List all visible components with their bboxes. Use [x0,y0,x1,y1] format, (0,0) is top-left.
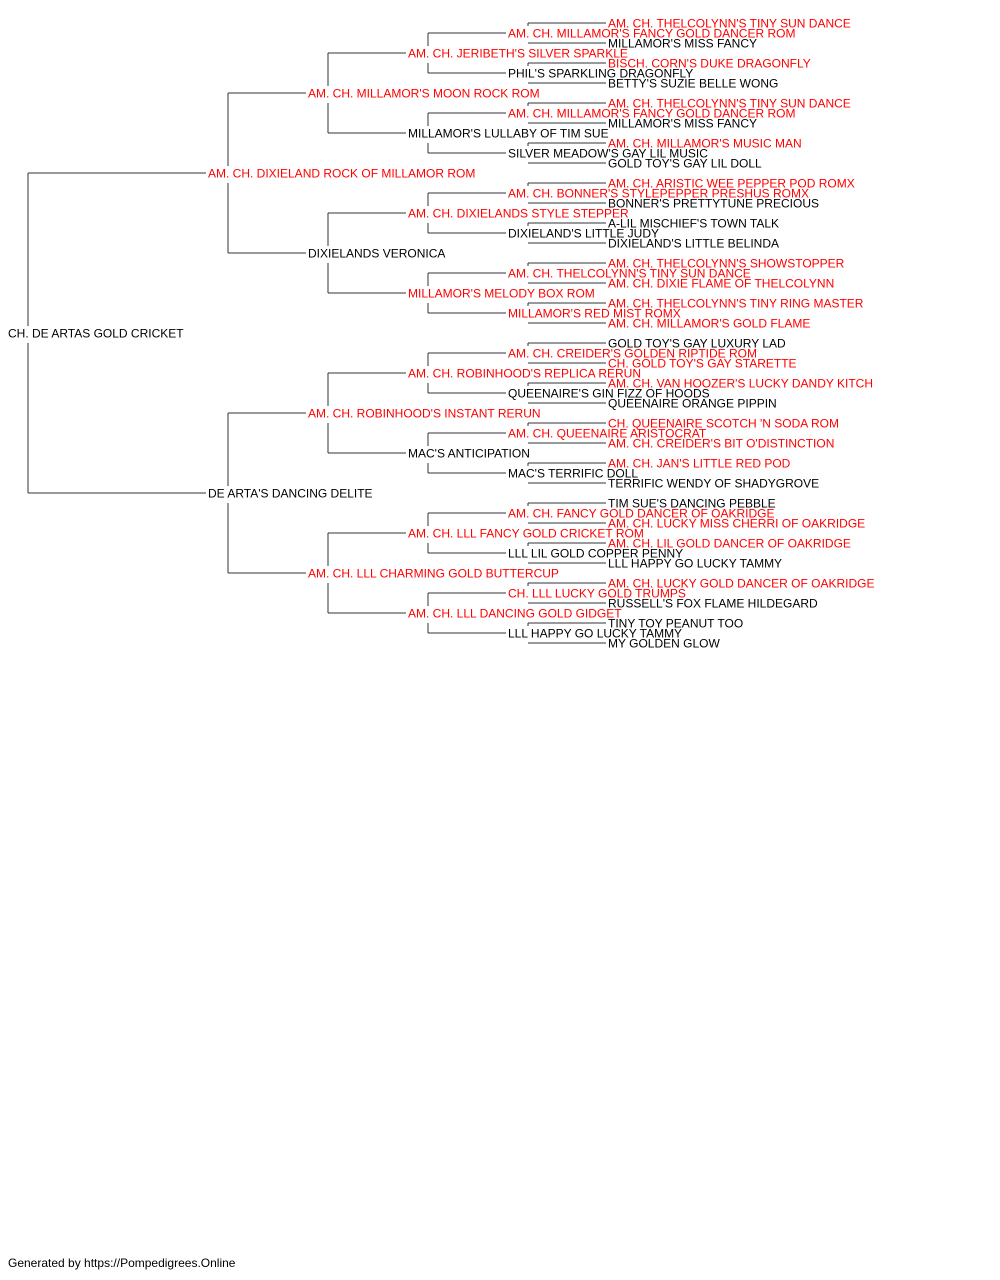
pedigree-name-gen5-sire: BISCH. CORN'S DUKE DRAGONFLY [608,57,811,71]
pedigree-name-gen4-sire: AM. CH. QUEENAIRE ARISTOCRAT [508,427,707,441]
pedigree-name-gen1-dam: DE ARTA'S DANCING DELITE [208,487,373,501]
pedigree-name-gen4-sire: AM. CH. MILLAMOR'S FANCY GOLD DANCER ROM [508,27,795,41]
pedigree-name-gen4-dam: MAC'S TERRIFIC DOLL [508,467,638,481]
pedigree-name-gen5-dam: AM. CH. MILLAMOR'S GOLD FLAME [608,317,810,331]
pedigree-name-gen3-dam: MILLAMOR'S MELODY BOX ROM [408,287,595,301]
pedigree-name-gen5-sire: AM. CH. THELCOLYNN'S TINY SUN DANCE [608,17,851,31]
pedigree-name-gen3-dam: MILLAMOR'S LULLABY OF TIM SUE [408,127,609,141]
pedigree-name-gen5-sire: AM. CH. MILLAMOR'S MUSIC MAN [608,137,802,151]
pedigree-name-gen5-dam: MY GOLDEN GLOW [608,637,720,651]
pedigree-name-gen5-dam: BONNER'S PRETTYTUNE PRECIOUS [608,197,819,211]
pedigree-name-gen3-sire: AM. CH. LLL FANCY GOLD CRICKET ROM [408,527,644,541]
pedigree-name-gen5-sire: AM. CH. ARISTIC WEE PEPPER POD ROMX [608,177,855,191]
pedigree-name-gen4-dam: DIXIELAND'S LITTLE JUDY [508,227,659,241]
pedigree-name-gen5-sire: TIM SUE'S DANCING PEBBLE [608,497,776,511]
pedigree-name-gen5-sire: AM. CH. LIL GOLD DANCER OF OAKRIDGE [608,537,851,551]
pedigree-name-gen4-dam: LLL LIL GOLD COPPER PENNY [508,547,683,561]
pedigree-name-gen5-sire: AM. CH. THELCOLYNN'S SHOWSTOPPER [608,257,845,271]
pedigree-name-gen3-sire: AM. CH. DIXIELANDS STYLE STEPPER [408,207,629,221]
pedigree-name-gen5-sire: A-LIL MISCHIEF'S TOWN TALK [608,217,779,231]
pedigree-name-gen2-sire: AM. CH. ROBINHOOD'S INSTANT RERUN [308,407,541,421]
pedigree-name-gen5-dam: AM. CH. DIXIE FLAME OF THELCOLYNN [608,277,834,291]
pedigree-name-gen4-dam: MILLAMOR'S RED MIST ROMX [508,307,681,321]
footer-credit: Generated by https://Pompedigrees.Online [8,1256,236,1270]
pedigree-name-gen4-sire: AM. CH. FANCY GOLD DANCER OF OAKRIDGE [508,507,774,521]
pedigree-name-gen1-sire: AM. CH. DIXIELAND ROCK OF MILLAMOR ROM [208,167,475,181]
pedigree-name-gen3-dam: AM. CH. LLL DANCING GOLD GIDGET [408,607,622,621]
pedigree-name-gen5-sire: AM. CH. LUCKY GOLD DANCER OF OAKRIDGE [608,577,875,591]
pedigree-name-gen5-dam: RUSSELL'S FOX FLAME HILDEGARD [608,597,818,611]
pedigree-name-gen4-sire: AM. CH. CREIDER'S GOLDEN RIPTIDE ROM [508,347,757,361]
pedigree-name-gen5-dam: GOLD TOY'S GAY LIL DOLL [608,157,762,171]
pedigree-name-gen5-sire: AM. CH. THELCOLYNN'S TINY RING MASTER [608,297,864,311]
pedigree-name-gen4-sire: AM. CH. MILLAMOR'S FANCY GOLD DANCER ROM [508,107,795,121]
pedigree-name-gen4-dam: PHIL'S SPARKLING DRAGONFLY [508,67,693,81]
pedigree-name-gen5-dam: LLL HAPPY GO LUCKY TAMMY [608,557,782,571]
pedigree-name-gen4-sire: AM. CH. THELCOLYNN'S TINY SUN DANCE [508,267,751,281]
pedigree-name-gen4-sire: AM. CH. BONNER'S STYLEPEPPER PRESHUS ROM… [508,187,809,201]
pedigree-connector-lines [27,22,606,644]
pedigree-name-gen5-dam: AM. CH. CREIDER'S BIT O'DISTINCTION [608,437,834,451]
pedigree-name-gen5-sire: CH. QUEENAIRE SCOTCH 'N SODA ROM [608,417,839,431]
pedigree-name-gen5-dam: CH. GOLD TOY'S GAY STARETTE [608,357,797,371]
pedigree-name-gen5-dam: TERRIFIC WENDY OF SHADYGROVE [608,477,819,491]
pedigree-name-gen4-dam: LLL HAPPY GO LUCKY TAMMY [508,627,682,641]
pedigree-name-gen2-dam: DIXIELANDS VERONICA [308,247,445,261]
pedigree-name-gen5-dam: MILLAMOR'S MISS FANCY [608,37,757,51]
pedigree-name-gen5-sire: TINY TOY PEANUT TOO [608,617,743,631]
pedigree-name-gen5-dam: BETTY'S SUZIE BELLE WONG [608,77,778,91]
pedigree-name-gen0-dog: CH. DE ARTAS GOLD CRICKET [8,327,184,341]
pedigree-name-gen5-dam: DIXIELAND'S LITTLE BELINDA [608,237,779,251]
pedigree-name-gen5-sire: AM. CH. VAN HOOZER'S LUCKY DANDY KITCH [608,377,873,391]
pedigree-names: CH. DE ARTAS GOLD CRICKET AM. CH. DIXIELA… [8,17,875,651]
pedigree-name-gen2-dam: AM. CH. LLL CHARMING GOLD BUTTERCUP [308,567,559,581]
pedigree-name-gen3-sire: AM. CH. JERIBETH'S SILVER SPARKLE [408,47,628,61]
pedigree-name-gen5-sire: GOLD TOY'S GAY LUXURY LAD [608,337,786,351]
pedigree-name-gen4-dam: SILVER MEADOW'S GAY LIL MUSIC [508,147,708,161]
pedigree-name-gen4-sire: CH. LLL LUCKY GOLD TRUMPS [508,587,686,601]
pedigree-name-gen5-dam: AM. CH. LUCKY MISS CHERRI OF OAKRIDGE [608,517,865,531]
pedigree-name-gen5-sire: AM. CH. THELCOLYNN'S TINY SUN DANCE [608,97,851,111]
pedigree-name-gen5-dam: QUEENAIRE ORANGE PIPPIN [608,397,777,411]
pedigree-name-gen3-sire: AM. CH. ROBINHOOD'S REPLICA RERUN [408,367,641,381]
pedigree-name-gen4-dam: QUEENAIRE'S GIN FIZZ OF HOODS [508,387,710,401]
pedigree-name-gen3-dam: MAC'S ANTICIPATION [408,447,530,461]
pedigree-name-gen5-sire: AM. CH. JAN'S LITTLE RED POD [608,457,791,471]
pedigree-name-gen5-dam: MILLAMOR'S MISS FANCY [608,117,757,131]
pedigree-name-gen2-sire: AM. CH. MILLAMOR'S MOON ROCK ROM [308,87,540,101]
